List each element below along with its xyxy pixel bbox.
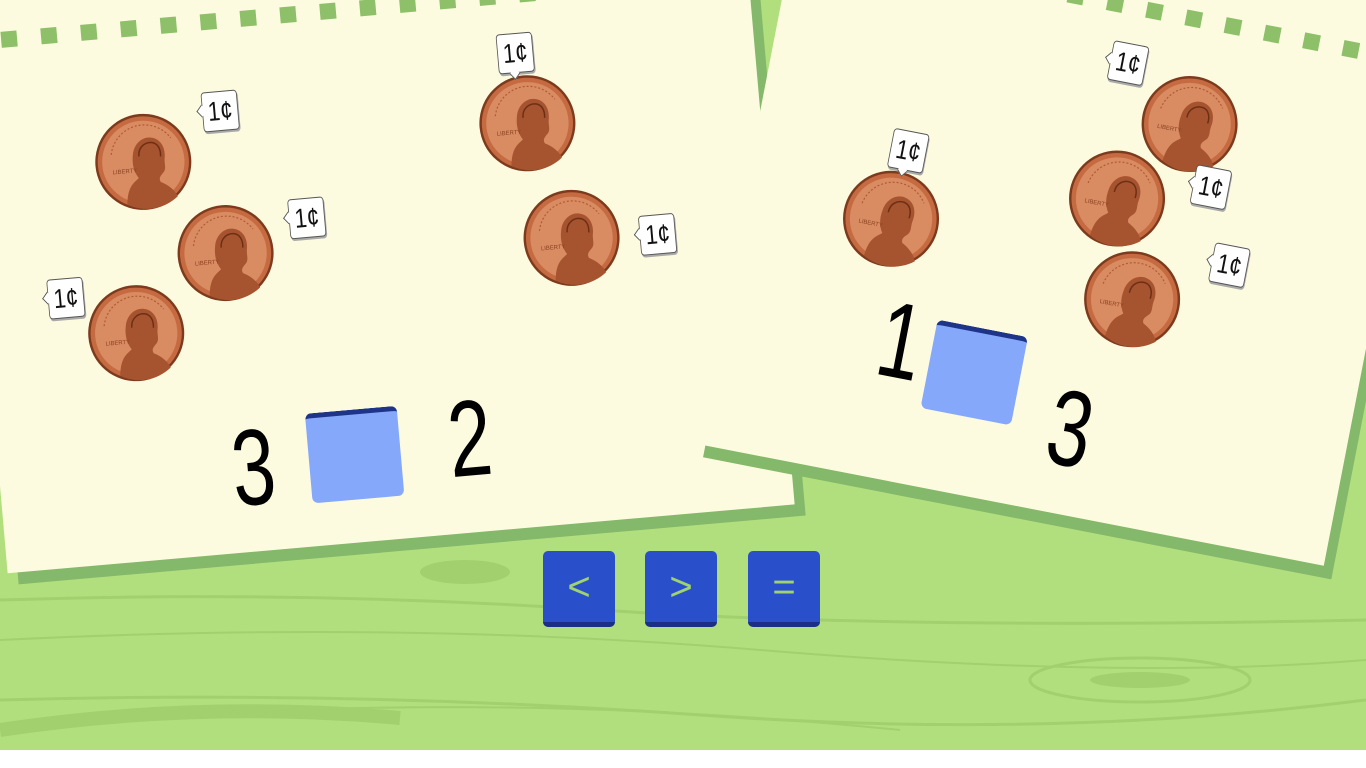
coin-value-label: 1¢ bbox=[287, 196, 327, 240]
coin-value-label: 1¢ bbox=[200, 89, 240, 133]
penny-icon bbox=[83, 280, 189, 386]
penny-icon bbox=[518, 185, 624, 291]
coin-value-label: 1¢ bbox=[637, 212, 678, 256]
coin-value-label: 1¢ bbox=[46, 276, 86, 320]
coin-value-label: 1¢ bbox=[886, 127, 930, 174]
penny-icon bbox=[1075, 242, 1190, 357]
penny-icon bbox=[172, 200, 278, 306]
left-number: 1 bbox=[868, 276, 934, 404]
coin-value-label: 1¢ bbox=[1106, 40, 1150, 87]
answer-slot[interactable] bbox=[304, 405, 405, 504]
penny-icon bbox=[474, 70, 580, 176]
game-scene: 1¢ 1¢ 1¢ 1¢ 1¢ 3 2 1¢ 1¢ 1¢ 1¢ 1 3 < > = bbox=[0, 0, 1366, 750]
right-number: 2 bbox=[442, 375, 497, 501]
greater-than-button[interactable]: > bbox=[645, 551, 717, 627]
wood-grain-background bbox=[0, 560, 1366, 737]
penny-icon bbox=[1060, 141, 1175, 256]
less-than-button[interactable]: < bbox=[543, 551, 615, 627]
penny-icon bbox=[834, 161, 949, 276]
coin-value-label: 1¢ bbox=[1207, 242, 1251, 289]
left-comparison-card: 1¢ 1¢ 1¢ 1¢ 1¢ 3 2 bbox=[0, 0, 795, 574]
coin-value-label: 1¢ bbox=[1189, 164, 1233, 211]
penny-icon bbox=[90, 109, 196, 215]
card-top-dashes bbox=[790, 0, 1366, 77]
answer-slot[interactable] bbox=[920, 319, 1028, 426]
right-number: 3 bbox=[1037, 364, 1104, 492]
card-top-dashes bbox=[0, 0, 750, 58]
equal-button[interactable]: = bbox=[748, 551, 820, 627]
left-number: 3 bbox=[226, 404, 281, 530]
coin-value-label: 1¢ bbox=[495, 31, 535, 75]
